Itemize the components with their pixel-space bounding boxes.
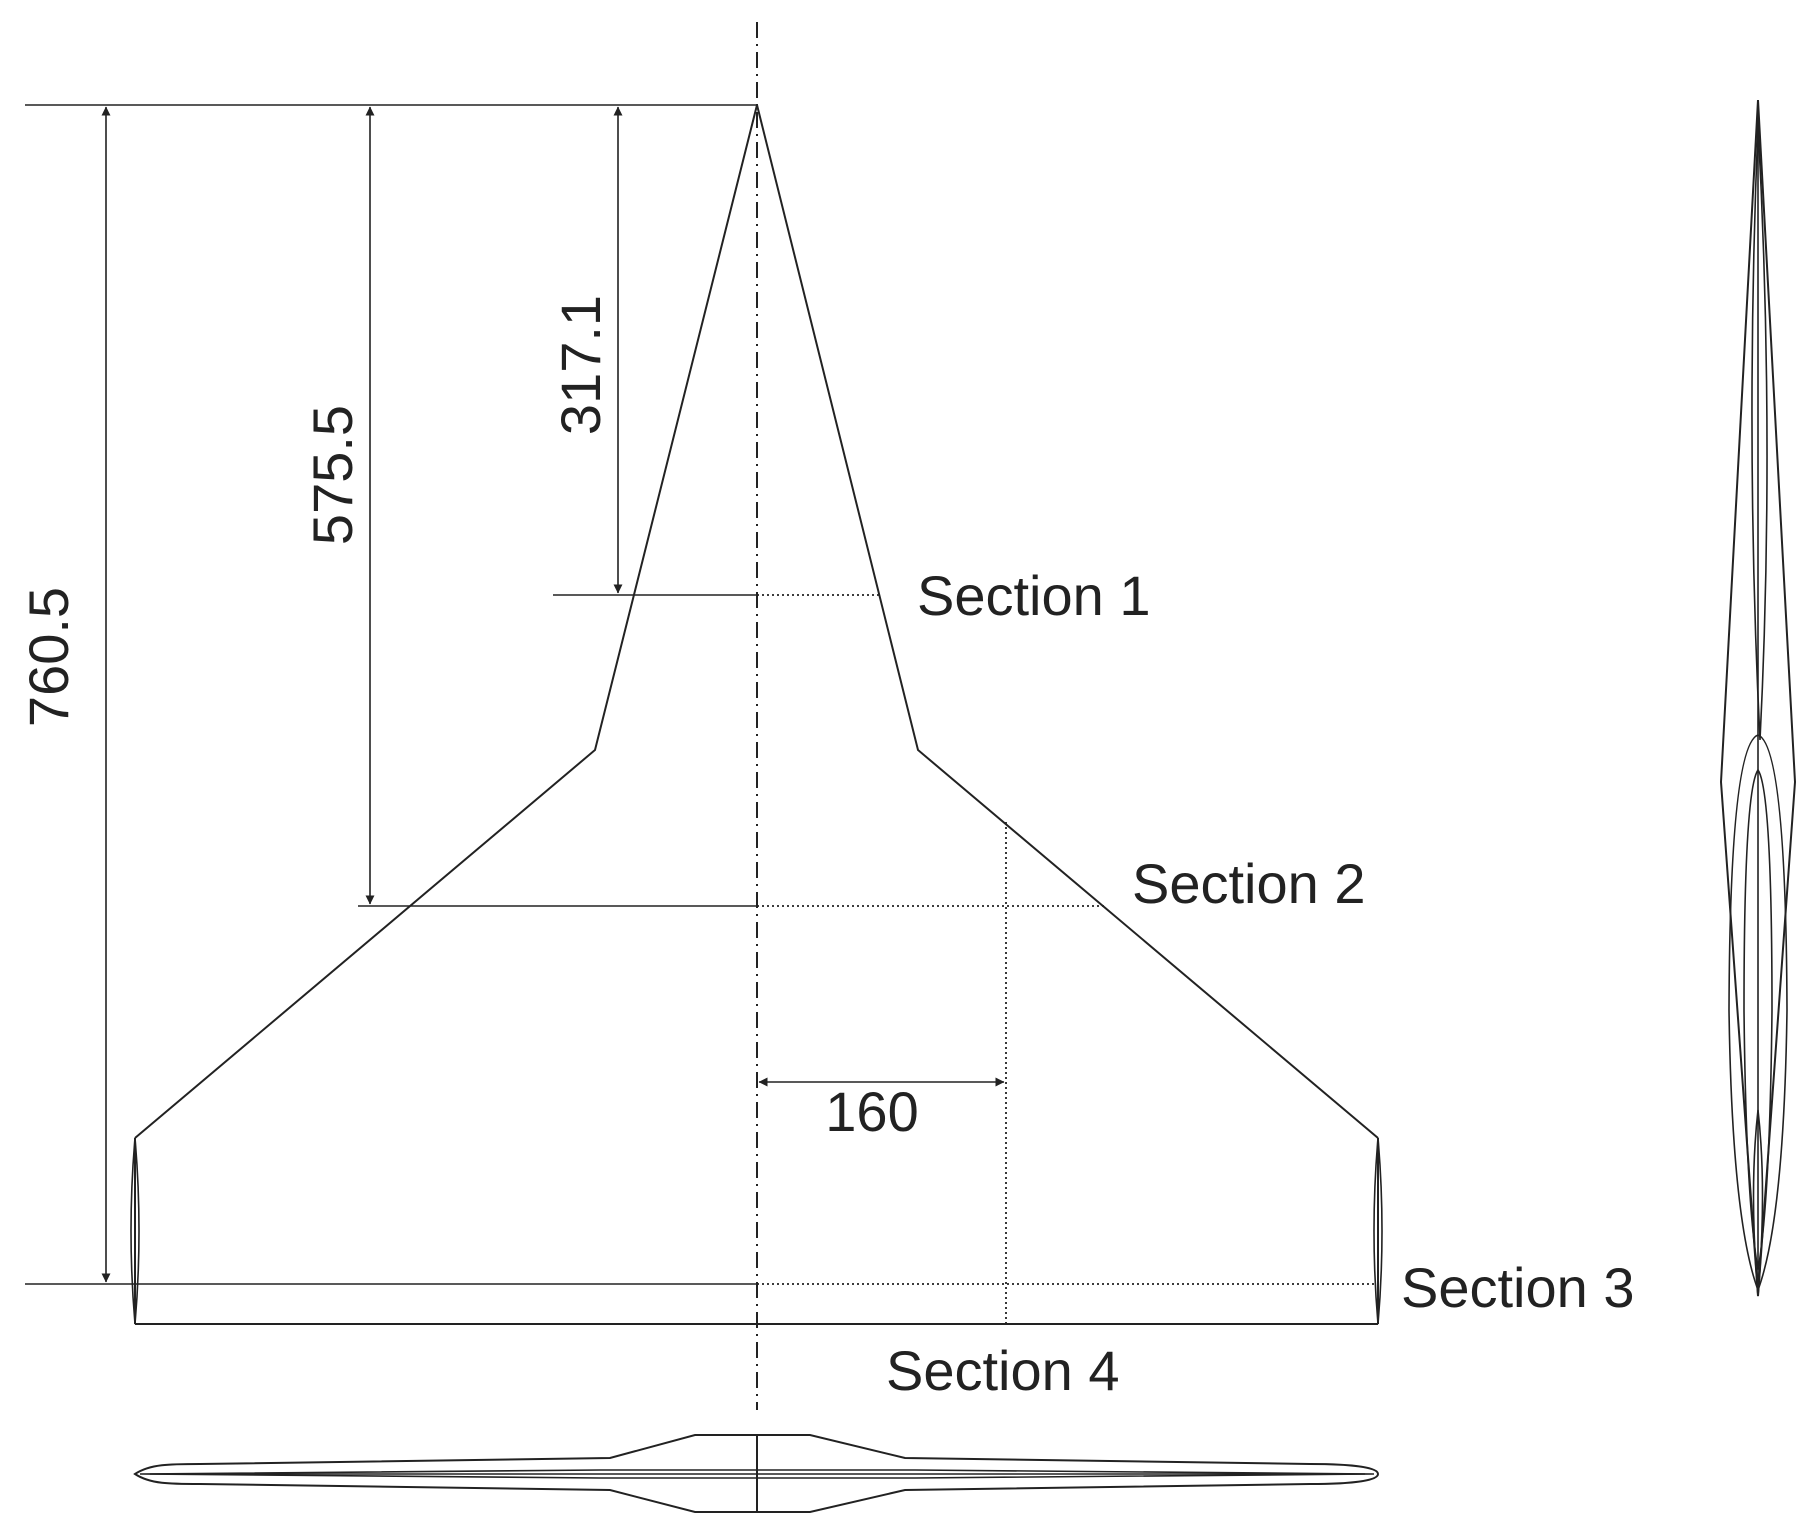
right-tip-airfoil: [1373, 1137, 1383, 1325]
dimension-760-5-label: 760.5: [17, 587, 80, 727]
dimension-160-label: 160: [825, 1080, 918, 1143]
section-3-label: Section 3: [1401, 1256, 1635, 1319]
section-4-label: Section 4: [886, 1339, 1120, 1402]
front-view: [133, 1434, 1380, 1513]
dimension-575-5-label: 575.5: [301, 405, 364, 545]
dimension-317-1-label: 317.1: [549, 295, 612, 435]
side-view: [1719, 99, 1797, 1297]
section-1-label: Section 1: [917, 564, 1151, 627]
left-tip-airfoil: [130, 1137, 140, 1325]
section-2-label: Section 2: [1132, 852, 1366, 915]
